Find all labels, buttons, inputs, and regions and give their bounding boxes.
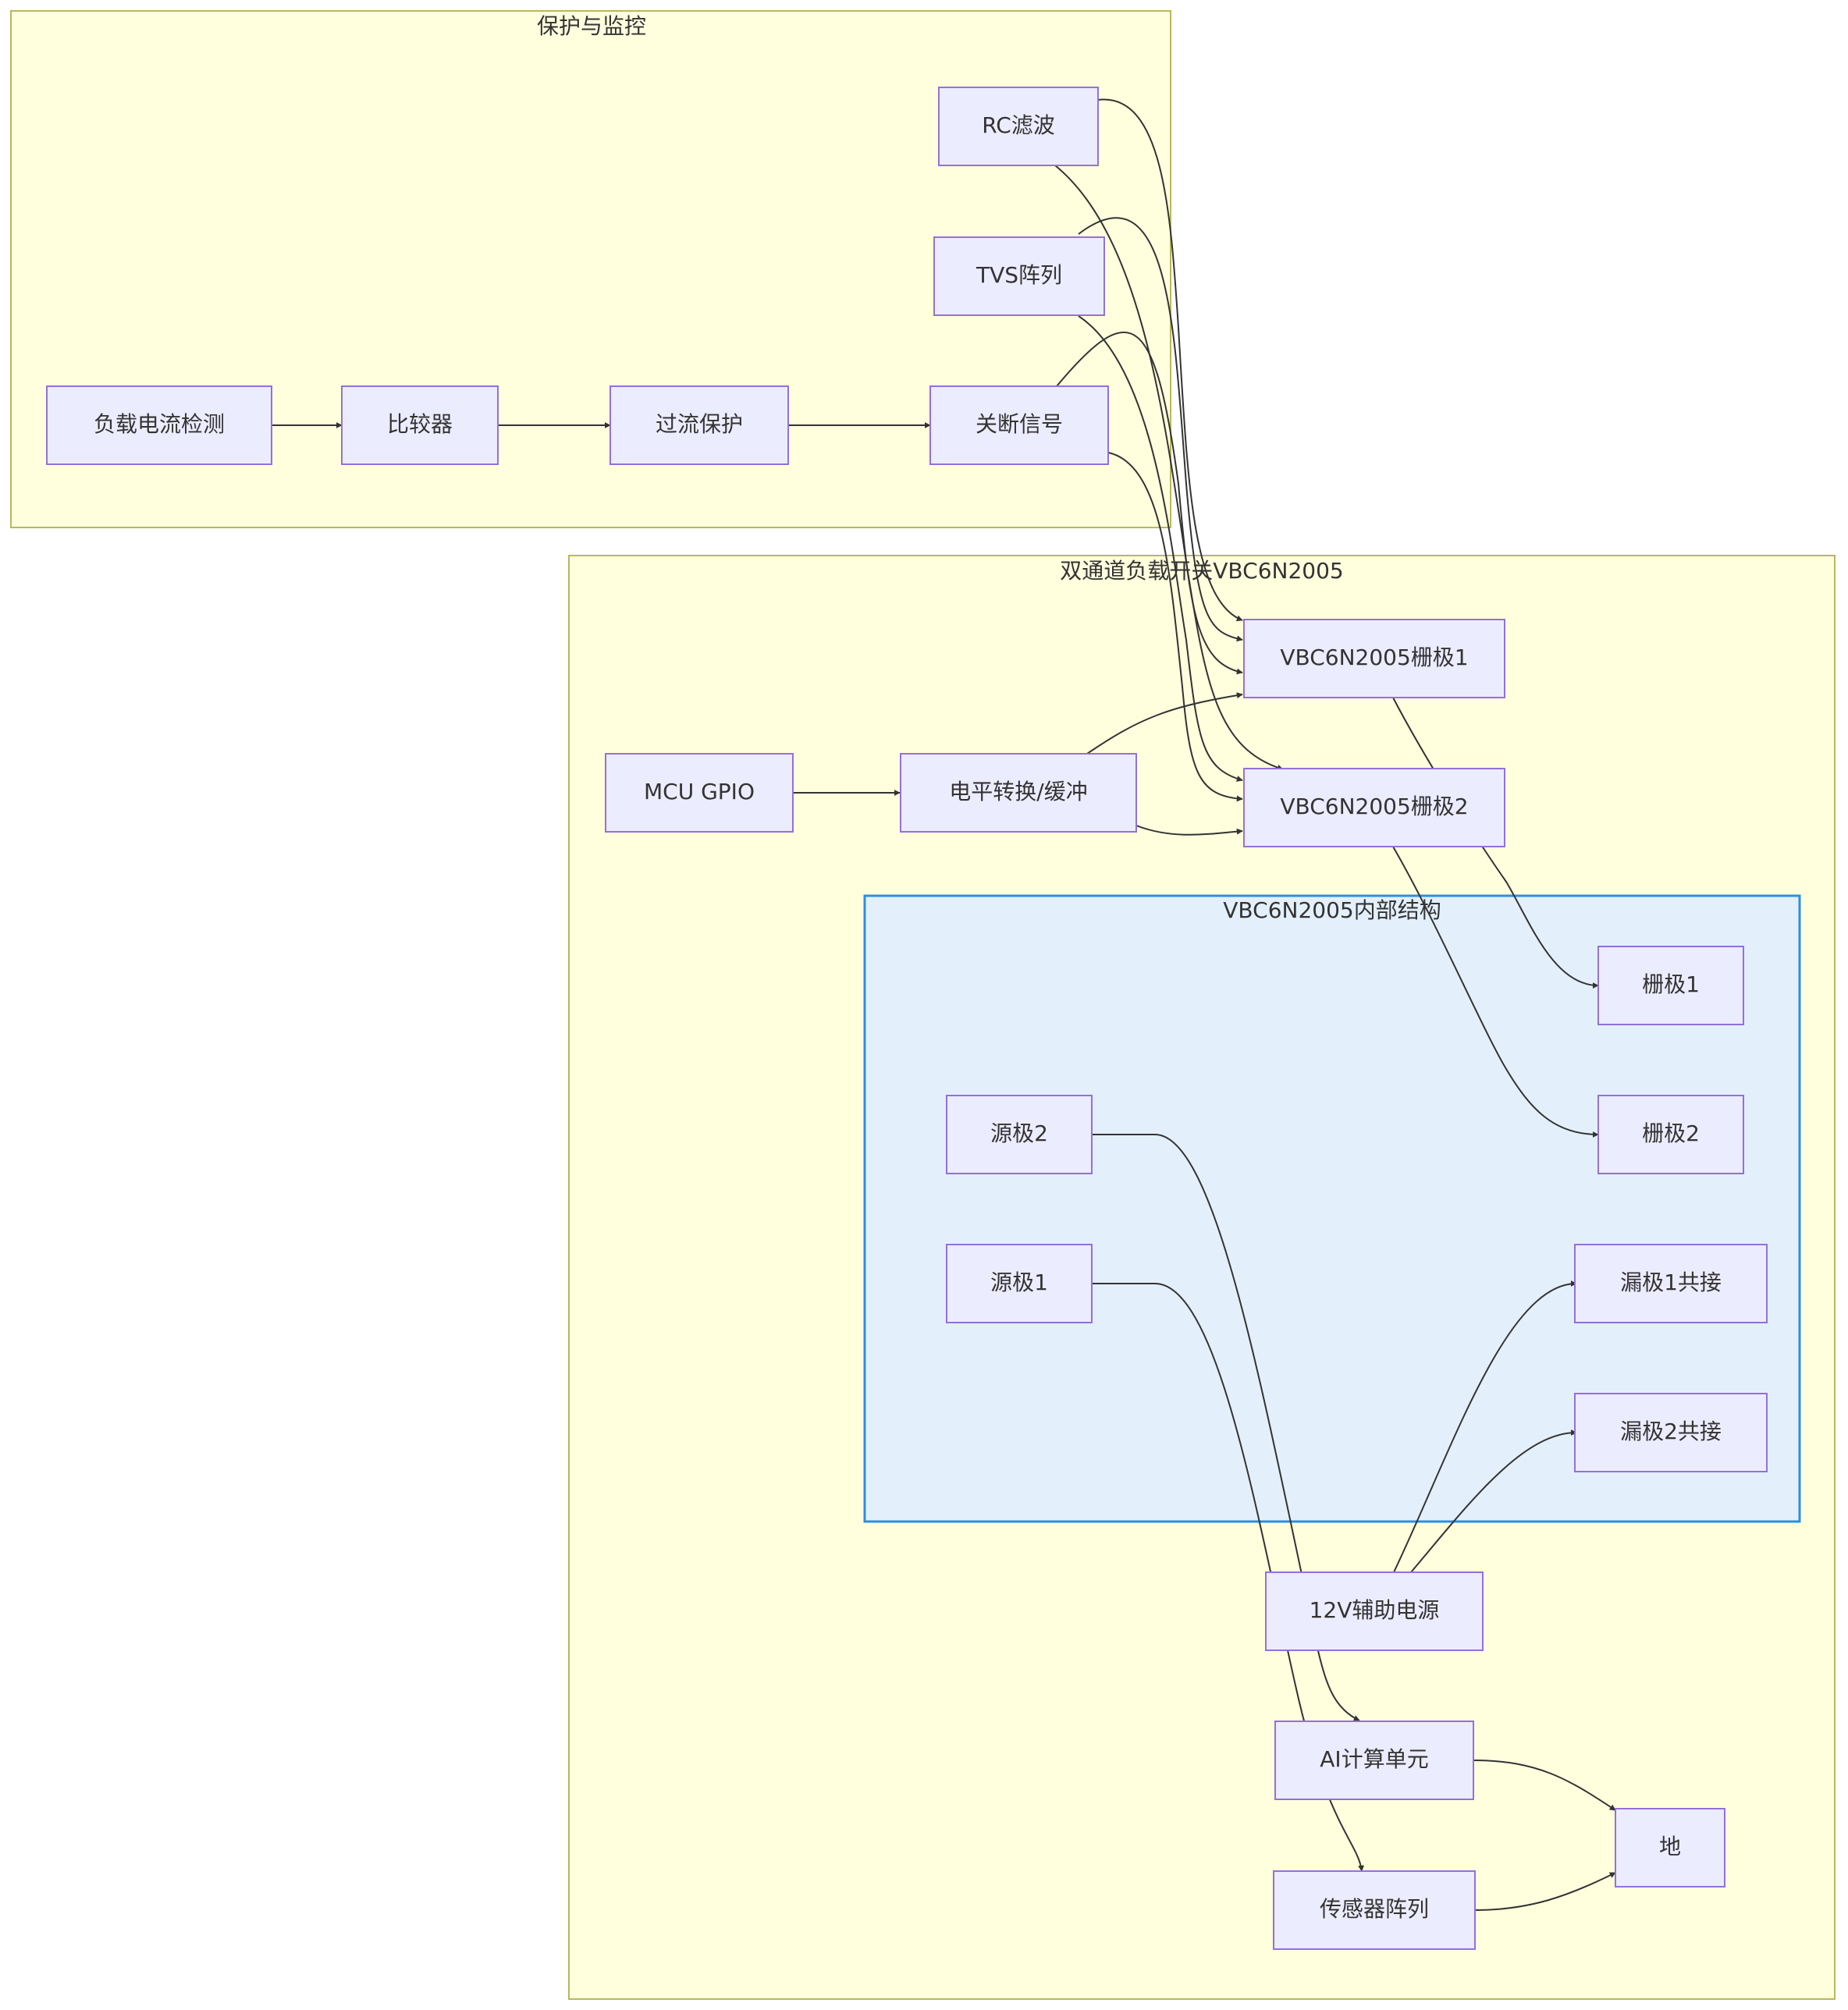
node-sensor-array[interactable]: 传感器阵列 — [1273, 1870, 1476, 1950]
edge-aux-d2 — [1410, 1429, 1577, 1573]
node-ground-label: 地 — [1659, 1834, 1681, 1859]
edge-s2-ai — [1091, 1134, 1360, 1721]
edges — [272, 98, 1616, 1911]
edge-tvs-gate2 — [1078, 315, 1243, 782]
edge-ai-gnd — [1473, 1760, 1616, 1811]
node-comparator-label: 比较器 — [387, 411, 453, 437]
cluster-switch-title: 双通道负载开关VBC6N2005 — [1060, 558, 1343, 584]
node-sensor-array-label: 传感器阵列 — [1320, 1896, 1429, 1922]
node-load-current-detect-label: 负载电流检测 — [94, 411, 225, 437]
node-ai-compute-unit-label: AI计算单元 — [1320, 1746, 1428, 1772]
node-overcurrent-protect-label: 过流保护 — [656, 411, 743, 437]
node-source1[interactable]: 源极1 — [946, 1244, 1093, 1323]
node-source2[interactable]: 源极2 — [946, 1095, 1093, 1174]
node-ai-compute-unit[interactable]: AI计算单元 — [1274, 1721, 1474, 1800]
edge-level-gate2 — [1135, 825, 1243, 836]
node-rc-filter[interactable]: RC滤波 — [938, 87, 1099, 166]
edge-aux-d1 — [1393, 1280, 1577, 1573]
edge-tvs-gate1 — [1078, 217, 1243, 642]
node-gate2[interactable]: 栅极2 — [1597, 1095, 1744, 1174]
edge-shutdown-gate1 — [1056, 331, 1243, 675]
cluster-protection-title: 保护与监控 — [537, 13, 646, 39]
edge-level-gate1 — [1086, 692, 1243, 755]
node-level-shift-buffer-label: 电平转换/缓冲 — [949, 779, 1087, 804]
node-level-shift-buffer[interactable]: 电平转换/缓冲 — [900, 753, 1137, 833]
node-vbc-gate2-label: VBC6N2005栅极2 — [1280, 794, 1468, 819]
node-12v-aux-power-label: 12V辅助电源 — [1310, 1597, 1440, 1623]
node-vbc-gate2[interactable]: VBC6N2005栅极2 — [1243, 768, 1505, 847]
node-gate2-label: 栅极2 — [1642, 1120, 1700, 1146]
node-gate1-label: 栅极1 — [1642, 971, 1700, 997]
edge-shutdown-gate2 — [1107, 452, 1243, 802]
edge-rc-gate2 — [1054, 165, 1284, 771]
node-mcu-gpio[interactable]: MCU GPIO — [605, 753, 794, 833]
node-load-current-detect[interactable]: 负载电流检测 — [46, 385, 272, 465]
node-vbc-gate1[interactable]: VBC6N2005栅极1 — [1243, 619, 1505, 698]
cluster-internal-title: VBC6N2005内部结构 — [1223, 897, 1441, 923]
node-tvs-array-label: TVS阵列 — [976, 262, 1062, 288]
edge-gate2ext-g2 — [1392, 846, 1599, 1138]
node-drain1-common-label: 漏极1共接 — [1620, 1270, 1722, 1295]
edge-gate1ext-g1 — [1392, 697, 1599, 989]
node-ground[interactable]: 地 — [1615, 1808, 1725, 1887]
node-vbc-gate1-label: VBC6N2005栅极1 — [1280, 645, 1468, 670]
node-comparator[interactable]: 比较器 — [341, 385, 499, 465]
node-gate1[interactable]: 栅极1 — [1597, 946, 1744, 1025]
edge-sensor-gnd — [1474, 1872, 1616, 1911]
node-12v-aux-power[interactable]: 12V辅助电源 — [1265, 1571, 1484, 1651]
node-drain2-common-label: 漏极2共接 — [1620, 1419, 1722, 1444]
node-overcurrent-protect[interactable]: 过流保护 — [609, 385, 789, 465]
node-rc-filter-label: RC滤波 — [982, 112, 1055, 138]
node-source2-label: 源极2 — [990, 1120, 1048, 1146]
node-shutdown-signal-label: 关断信号 — [976, 411, 1063, 437]
edge-rc-gate1 — [1097, 98, 1243, 622]
node-source1-label: 源极1 — [990, 1270, 1048, 1295]
node-tvs-array[interactable]: TVS阵列 — [933, 236, 1105, 316]
node-mcu-gpio-label: MCU GPIO — [644, 779, 755, 804]
node-drain1-common[interactable]: 漏极1共接 — [1574, 1244, 1768, 1323]
node-drain2-common[interactable]: 漏极2共接 — [1574, 1393, 1768, 1472]
node-shutdown-signal[interactable]: 关断信号 — [929, 385, 1109, 465]
